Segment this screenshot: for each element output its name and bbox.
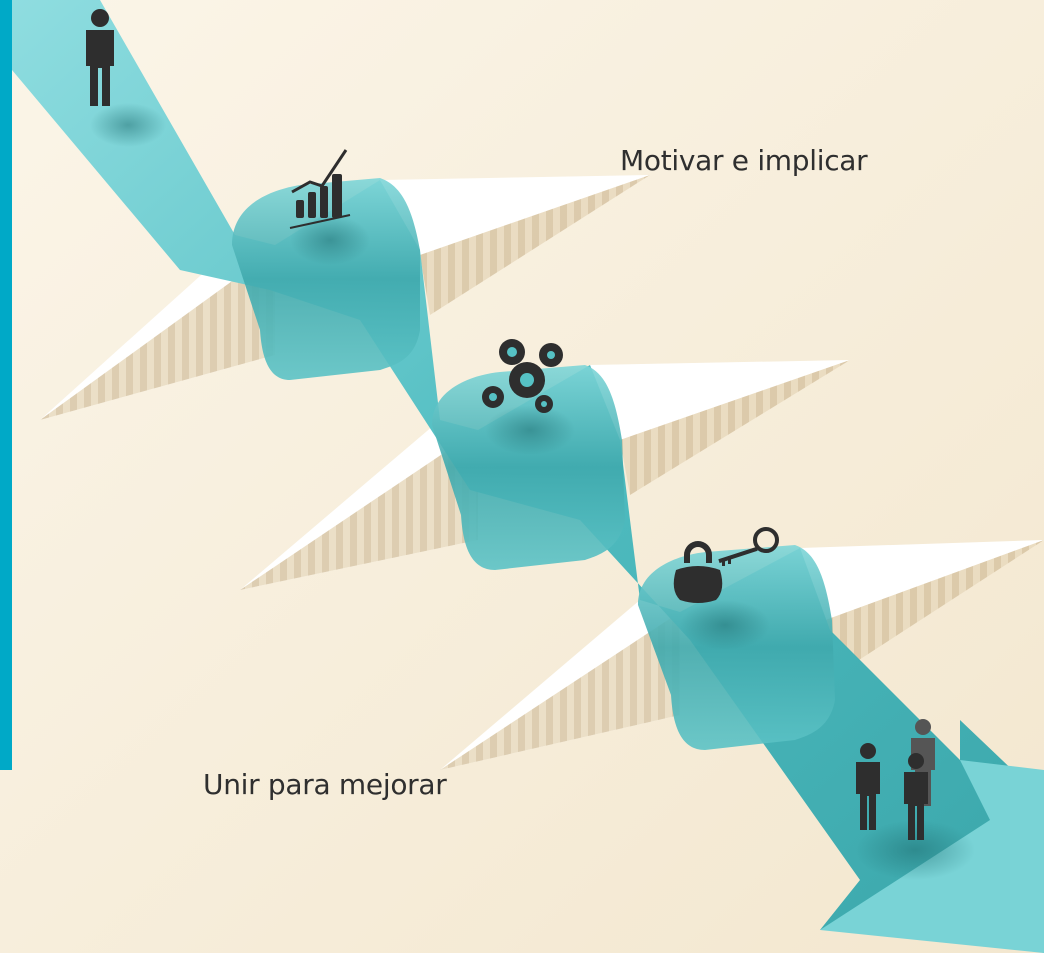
caption-top: Motivar e implicar — [620, 144, 868, 177]
people-group-icon — [856, 719, 935, 840]
caption-bottom: Unir para mejorar — [203, 768, 447, 801]
gears-icon — [482, 339, 563, 413]
padlock-key-icon — [673, 527, 779, 603]
person-icon — [86, 9, 114, 106]
growth-chart-icon — [289, 149, 351, 229]
accent-bar — [0, 0, 12, 770]
chasm-walls — [40, 175, 1044, 770]
